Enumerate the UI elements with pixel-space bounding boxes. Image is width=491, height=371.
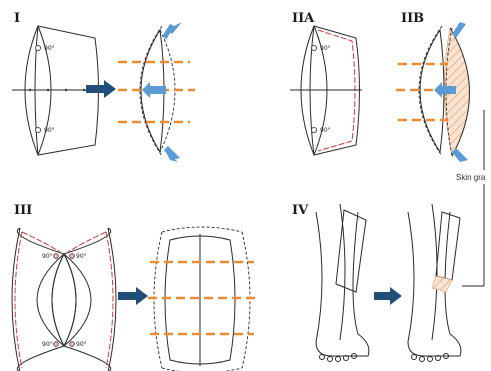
panel-label-4: IV bbox=[292, 203, 309, 218]
angle-label: 90° bbox=[320, 127, 331, 134]
angle-label: 90° bbox=[44, 45, 55, 52]
angle-marker bbox=[70, 254, 75, 259]
panel-label-1: I bbox=[14, 11, 20, 26]
skin-graft-label: Skin gra bbox=[456, 173, 486, 182]
panel-3-double-fan-flap: 90° 90° 90° 90° bbox=[12, 228, 116, 371]
angle-marker bbox=[311, 45, 316, 50]
push-arrow bbox=[452, 22, 466, 38]
angle-marker bbox=[70, 342, 75, 347]
angle-label: 90° bbox=[42, 253, 53, 260]
angle-marker bbox=[54, 254, 59, 259]
panel-label-2b: IIB bbox=[401, 11, 424, 26]
panel-2a-fan-flap: 90° 90° bbox=[290, 26, 362, 155]
transition-arrow-3 bbox=[118, 287, 148, 305]
transition-arrow-4 bbox=[374, 287, 402, 305]
angle-marker bbox=[35, 127, 40, 132]
skin-graft-area bbox=[432, 276, 452, 292]
angle-marker bbox=[311, 127, 316, 132]
angle-label: 90° bbox=[320, 45, 331, 52]
panel-label-2a: IIA bbox=[292, 11, 315, 26]
panel-3-result-flap bbox=[148, 227, 256, 371]
panel-4-leg-after bbox=[408, 184, 484, 362]
angle-marker bbox=[35, 45, 40, 50]
angle-label: 90° bbox=[42, 341, 53, 348]
push-arrow bbox=[164, 146, 180, 162]
push-arrow bbox=[163, 22, 182, 40]
transition-arrow-1 bbox=[86, 80, 116, 98]
panel-label-3: III bbox=[14, 203, 32, 218]
angle-marker bbox=[54, 342, 59, 347]
angle-label: 90° bbox=[76, 253, 87, 260]
panel-4-leg-before bbox=[316, 204, 369, 362]
angle-label: 90° bbox=[44, 127, 55, 134]
push-arrow bbox=[452, 148, 468, 162]
angle-label: 90° bbox=[76, 341, 87, 348]
push-arrow bbox=[142, 82, 166, 98]
panel-2b-result-flap bbox=[396, 26, 484, 170]
